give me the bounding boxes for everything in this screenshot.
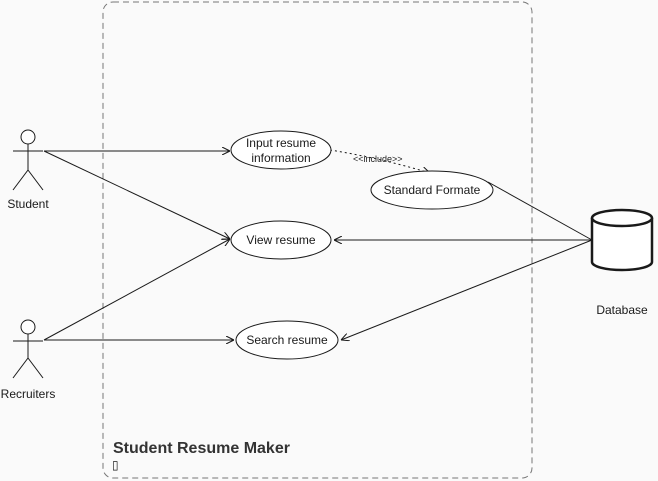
usecase-search-resume[interactable]: Search resume (235, 320, 339, 360)
edge-include (329, 149, 430, 173)
connectors: <<include>> (43, 149, 593, 341)
system-title-marker: ▯ (112, 458, 119, 472)
usecase-input-line2: information (251, 151, 310, 165)
edge-standard-database (487, 181, 593, 241)
recruiters-figure-icon (12, 319, 44, 379)
usecase-view-label: View resume (246, 233, 315, 247)
usecase-standard-formate[interactable]: Standard Formate (370, 170, 494, 210)
actor-database[interactable]: Database (590, 208, 654, 317)
edge-database-search (341, 239, 593, 340)
actor-student-label: Student (7, 197, 49, 211)
system-title: Student Resume Maker (113, 440, 290, 457)
actor-recruiters-label: Recruiters (1, 387, 56, 401)
student-figure-icon (12, 129, 44, 191)
usecase-input-resume-information[interactable]: Input resume information (230, 130, 332, 170)
usecase-view-resume[interactable]: View resume (230, 220, 332, 260)
include-label: <<include>> (353, 154, 403, 164)
usecase-search-label: Search resume (246, 333, 328, 347)
database-cylinder-icon (590, 208, 654, 272)
actor-database-label: Database (596, 303, 648, 317)
usecase-standard-label: Standard Formate (384, 183, 481, 197)
actor-student[interactable]: Student (7, 129, 49, 211)
actor-recruiters[interactable]: Recruiters (1, 319, 56, 401)
edge-recruiters-view (43, 239, 230, 341)
edge-student-view (43, 150, 230, 239)
usecase-input-line1: Input resume (246, 136, 316, 150)
